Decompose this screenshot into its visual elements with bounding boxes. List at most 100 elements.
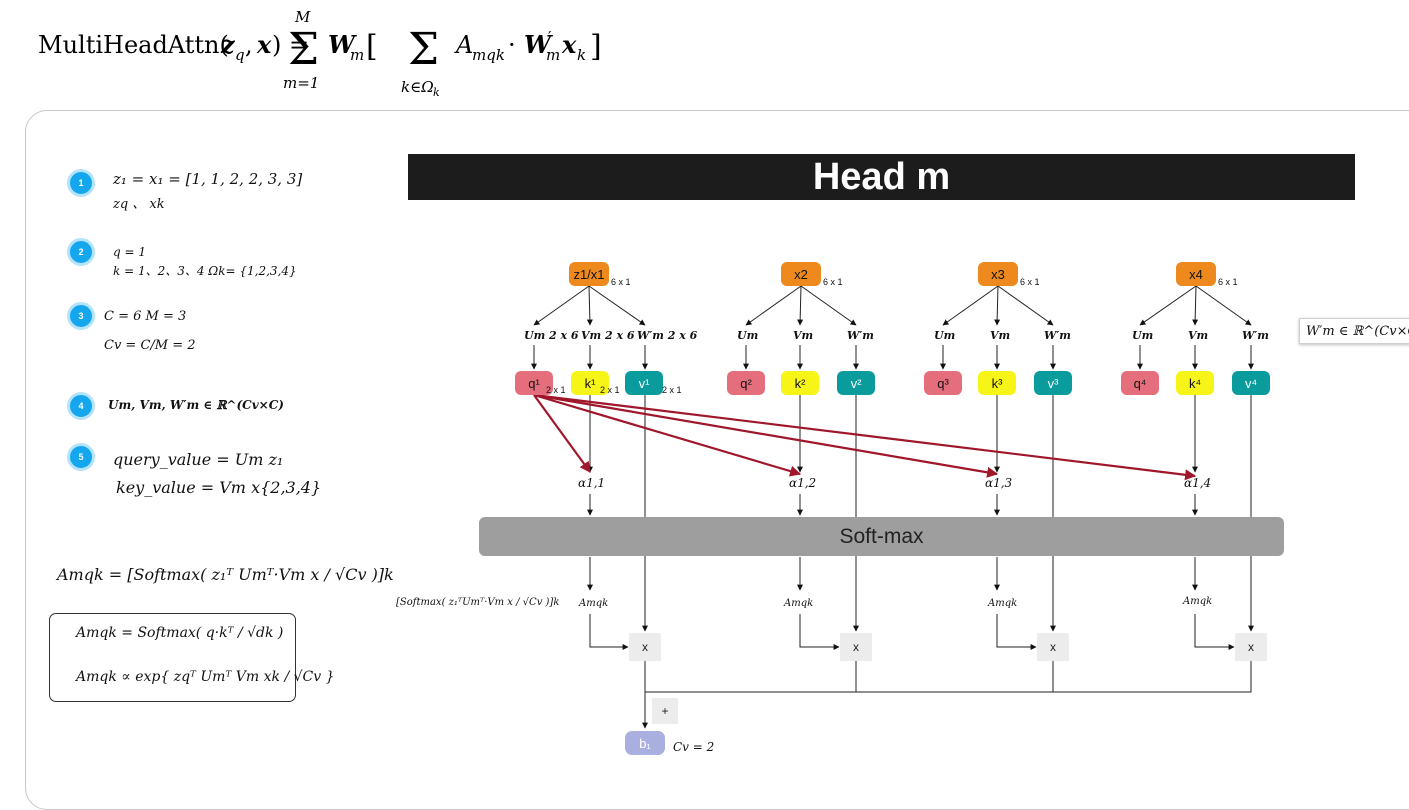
edge-x-to-w-4	[1195, 285, 1252, 326]
proj-um-1: Um 2 x 6	[524, 329, 579, 342]
edge-x-to-v-3	[994, 285, 1001, 326]
edge-x-to-u-4	[1139, 285, 1197, 326]
proj-um-3: Um	[934, 329, 956, 342]
svg-text:]: ]	[590, 29, 602, 64]
softmax-side-label: [Softmax( z₁ᵀUmᵀ·Vm x / √Cv )]k	[396, 597, 560, 608]
amqk-label-2: Amqk	[784, 598, 814, 609]
svg-text:k∈Ω: k∈Ω	[401, 78, 434, 96]
head-title-bar: Head m	[408, 154, 1355, 200]
input-node-x4: x4	[1176, 262, 1216, 286]
step-badge-5: 5	[67, 443, 95, 471]
amqk-label-4: Amqk	[1183, 596, 1213, 607]
formula-svg: MultiHeadAttn( z q , x ) = M Σ m=1 W m […	[38, 8, 602, 99]
q-node-1: q¹	[515, 371, 553, 395]
k-node-2: k²	[781, 371, 819, 395]
softmax-bar: Soft-max	[479, 517, 1284, 556]
svg-text:x: x	[256, 30, 272, 59]
input-dim-2: 6 x 1	[823, 277, 843, 287]
input-node-x2: x2	[781, 262, 821, 286]
v-node-3: v³	[1034, 371, 1072, 395]
svg-text:MultiHeadAttn(: MultiHeadAttn(	[38, 31, 229, 59]
q-node-3: q³	[924, 371, 962, 395]
attn-arrow-q1-k1	[533, 394, 591, 473]
svg-text:) =: ) =	[272, 31, 309, 59]
step-badge-1: 1	[67, 169, 95, 197]
proj-vm-2: Vm	[793, 329, 814, 342]
multiply-node-1: x	[629, 633, 661, 661]
k-node-3: k³	[978, 371, 1016, 395]
k-node-4: k⁴	[1176, 371, 1214, 395]
step-5-line1: query_value = Um z₁	[113, 450, 284, 469]
edge-x-to-v-2	[797, 285, 804, 326]
q-dim-1: 2 x 1	[546, 385, 566, 395]
step-badge-3: 3	[67, 302, 95, 330]
v-node-1: v¹	[625, 371, 663, 395]
svg-text:m: m	[546, 46, 560, 64]
step-3-line1: C = 6 M = 3	[104, 309, 187, 324]
attn-arrow-q1-k2	[533, 393, 802, 477]
alpha-1-1: α1,1	[578, 476, 606, 490]
output-node-b1: b₁	[625, 731, 665, 755]
edge-mul3-to-sum	[856, 661, 1054, 693]
svg-text:q: q	[235, 46, 245, 64]
q-node-2: q²	[727, 371, 765, 395]
step-3-line2: Cv = C/M = 2	[104, 338, 196, 353]
svg-text:m: m	[350, 46, 364, 64]
svg-text:mqk: mqk	[472, 46, 505, 64]
proj-vm-1: Vm 2 x 6	[581, 329, 635, 342]
step-badge-2: 2	[67, 238, 95, 266]
edge-mul4-to-sum	[1053, 661, 1252, 693]
proj-um-2: Um	[737, 329, 759, 342]
alpha-1-2: α1,2	[789, 476, 817, 490]
svg-text:M: M	[294, 8, 311, 26]
alpha-1-3: α1,3	[985, 476, 1013, 490]
k-node-1: k¹	[571, 371, 609, 395]
wprime-dim-note: W′m ∈ ℝ^(Cv×C	[1299, 318, 1409, 344]
svg-text:,: ,	[245, 31, 253, 59]
step-2-line2: k = 1、2、3、4 Ωk= {1,2,3,4}	[113, 264, 297, 278]
multihead-attn-formula: MultiHeadAttn( z q , x ) = M Σ m=1 W m […	[38, 8, 678, 109]
v-node-4: v⁴	[1232, 371, 1270, 395]
edge-mul2-to-sum	[645, 661, 857, 693]
step-4-line1: 𝑼m, 𝑽m, 𝑾′m ∈ ℝ^(Cv×C)	[108, 398, 284, 412]
svg-text:Σ: Σ	[408, 24, 439, 75]
edge-x-to-v-1	[586, 285, 593, 326]
svg-text:W: W	[524, 30, 553, 59]
svg-text:x: x	[561, 30, 577, 59]
svg-text:z: z	[220, 30, 236, 59]
edge-x-to-u-1	[533, 285, 590, 326]
edge-x-to-u-2	[745, 285, 802, 326]
svg-text:·: ·	[508, 31, 516, 59]
svg-text:[: [	[366, 29, 378, 64]
edge-x-to-w-2	[800, 285, 857, 326]
multiply-node-3: x	[1037, 633, 1069, 661]
svg-text:W: W	[328, 30, 357, 59]
input-dim-3: 6 x 1	[1020, 277, 1040, 287]
alpha-1-4: α1,4	[1184, 476, 1212, 490]
edge-amqk-to-mul-2	[799, 614, 840, 650]
output-dim-note: Cv = 2	[673, 740, 715, 754]
amqk-label-3: Amqk	[988, 598, 1018, 609]
edge-x-to-w-1	[588, 285, 646, 326]
proj-vm-3: Vm	[990, 329, 1011, 342]
edge-amqk-to-mul-3	[996, 614, 1037, 650]
softmax-formula: Amqk = [Softmax( z₁ᵀ Umᵀ·Vm x / √Cv )]k	[57, 565, 394, 584]
edge-amqk-to-mul-1	[589, 614, 629, 650]
svg-text:m=1: m=1	[283, 74, 319, 92]
q-node-4: q⁴	[1121, 371, 1159, 395]
step-2-line1: q = 1	[113, 245, 146, 259]
step-badge-4: 4	[67, 392, 95, 420]
sum-node: +	[652, 698, 678, 724]
proj-wm-2: W′m	[847, 329, 874, 342]
input-dim-4: 6 x 1	[1218, 277, 1238, 287]
input-node-z1-x1: z1/x1	[569, 262, 609, 286]
multiply-node-4: x	[1235, 633, 1267, 661]
step-1-line1: z₁ = x₁ = [1, 1, 2, 2, 3, 3]	[113, 170, 303, 188]
proj-um-4: Um	[1132, 329, 1154, 342]
svg-text:Σ: Σ	[288, 24, 319, 75]
amqk-label-1: Amqk	[579, 598, 609, 609]
attn-arrow-q1-k3	[533, 393, 999, 478]
svg-text:′: ′	[548, 28, 552, 46]
attention-eq-1: Amqk = Softmax( q·kᵀ / √dk )	[76, 625, 284, 641]
svg-text:k: k	[433, 86, 440, 99]
